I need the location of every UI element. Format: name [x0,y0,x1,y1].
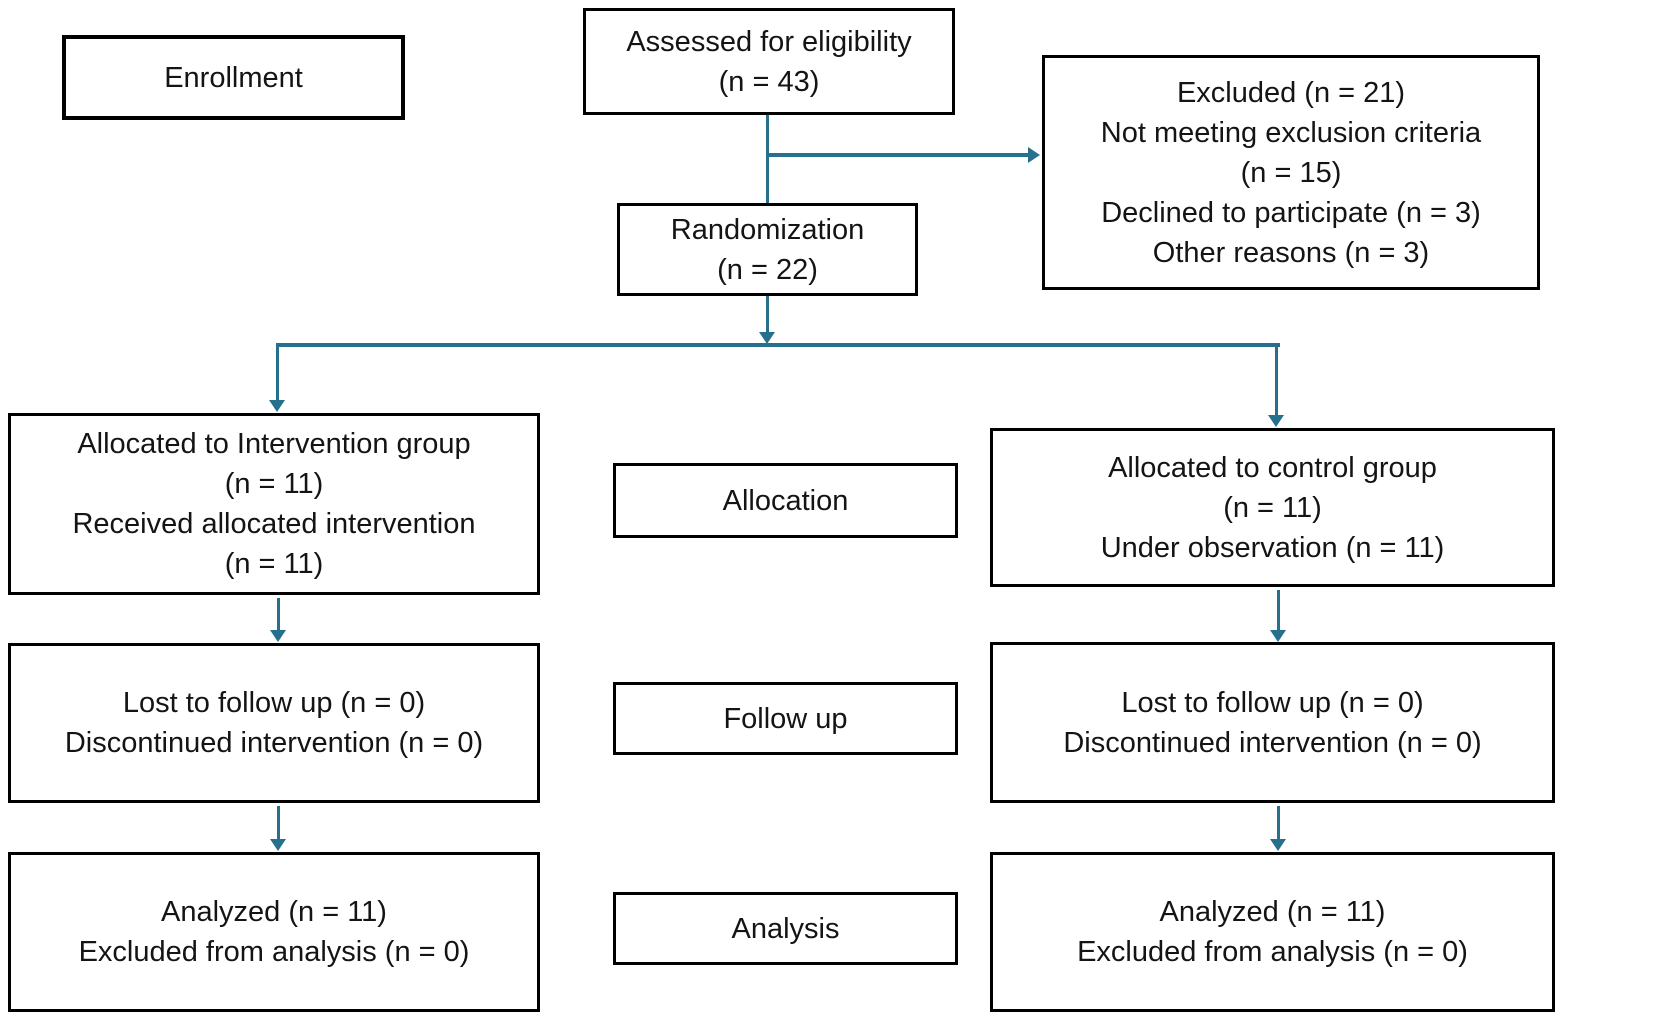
box-line: Excluded from analysis (n = 0) [78,936,470,968]
box-line: (n = 11) [1223,491,1322,524]
arrowhead-down-icon [759,332,775,344]
box-line: Analyzed (n = 11) [1159,896,1386,928]
box-line: Randomization [670,213,865,246]
connector-split-horizontal [276,343,1280,347]
connector-split-to-control [1275,347,1278,416]
box-line: Assessed for eligibility [626,25,912,58]
box-randomization: Randomization (n = 22) [617,203,918,296]
box-analysis-intervention: Analyzed (n = 11) Excluded from analysis… [8,852,540,1012]
arrowhead-down-icon [269,400,285,412]
connector-intervention-to-followup [277,598,280,632]
connector-split-to-intervention [276,347,279,401]
arrowhead-down-icon [1270,839,1286,851]
box-line: Under observation (n = 11) [1100,531,1445,564]
box-line: Follow up [723,702,848,735]
connector-control-to-followup [1277,590,1280,631]
box-line: (n = 43) [718,65,820,98]
box-line: (n = 15) [1240,156,1342,189]
box-line: Lost to follow up (n = 0) [1121,686,1424,719]
box-line: Analysis [731,912,840,945]
box-analysis-stage: Analysis [613,892,958,965]
box-line: (n = 11) [224,468,324,500]
box-line: Lost to follow up (n = 0) [122,687,426,719]
arrowhead-down-icon [270,839,286,851]
box-allocation-stage: Allocation [613,463,958,538]
box-line: Excluded (n = 21) [1176,76,1406,109]
box-followup-intervention: Lost to follow up (n = 0) Discontinued i… [8,643,540,803]
box-line: Declined to participate (n = 3) [1101,196,1481,229]
box-line: Allocation [722,484,849,517]
box-line: (n = 22) [717,253,818,286]
box-line: Discontinued intervention (n = 0) [64,727,484,759]
box-line: Not meeting exclusion criteria [1100,116,1482,149]
connector-control-followup-to-analysis [1277,806,1280,841]
box-line: Enrollment [164,61,303,94]
box-line: Discontinued intervention (n = 0) [1063,726,1482,759]
box-enrollment: Enrollment [62,35,405,120]
connector-intervention-followup-to-analysis [277,806,280,841]
box-followup-stage: Follow up [613,682,958,755]
box-line: Analyzed (n = 11) [161,896,387,928]
box-followup-control: Lost to follow up (n = 0) Discontinued i… [990,642,1555,803]
box-allocated-control-group: Allocated to control group (n = 11) Unde… [990,428,1555,587]
box-line: Received allocated intervention [72,508,476,540]
box-excluded: Excluded (n = 21) Not meeting exclusion … [1042,55,1540,290]
box-line: Allocated to Intervention group [77,428,471,460]
arrowhead-down-icon [1270,630,1286,642]
connector-assessed-to-randomization [766,115,769,203]
box-line: Excluded from analysis (n = 0) [1077,936,1468,968]
box-analysis-control: Analyzed (n = 11) Excluded from analysis… [990,852,1555,1012]
box-allocated-intervention-group: Allocated to Intervention group (n = 11)… [8,413,540,595]
connector-to-excluded [769,153,1028,157]
box-assessed-for-eligibility: Assessed for eligibility (n = 43) [583,8,955,115]
arrowhead-right-icon [1028,147,1040,163]
arrowhead-down-icon [270,630,286,642]
connector-randomization-to-split [766,296,769,333]
box-line: Other reasons (n = 3) [1152,236,1430,269]
box-line: Allocated to control group [1108,451,1437,484]
box-line: (n = 11) [224,548,324,580]
arrowhead-down-icon [1268,415,1284,427]
